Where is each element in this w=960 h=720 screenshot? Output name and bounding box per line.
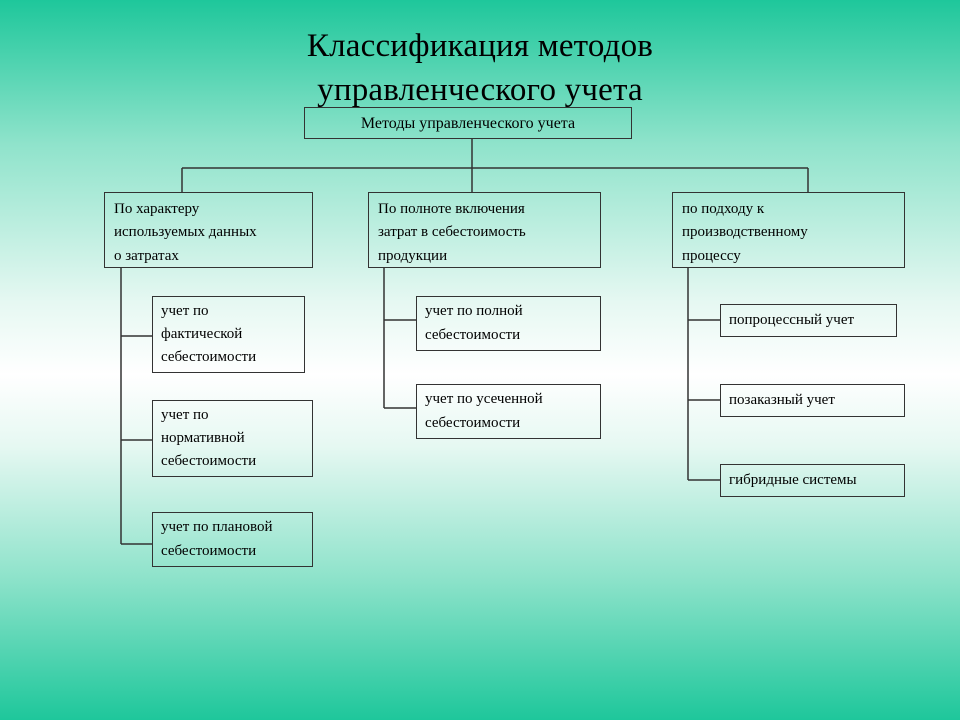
leaf-planned-cost: учет по плановой себестоимости [152,512,313,567]
leaf-label: учет по плановой себестоимости [161,519,273,559]
leaf-label: учет по усеченной себестоимости [425,391,543,431]
leaf-variable-cost: учет по усеченной себестоимости [416,384,601,439]
title-line-1: Классификация методов [306,28,654,64]
leaf-label: попроцессный учет [729,311,855,328]
leaf-actual-cost: учет по фактической себестоимости [152,296,305,373]
leaf-hybrid-systems: гибридные системы [720,464,905,497]
leaf-process-costing: попроцессный учет [720,304,897,337]
leaf-full-cost: учет по полной себестоимости [416,296,601,351]
leaf-label: позаказный учет [729,391,835,408]
leaf-label: гибридные системы [729,471,857,488]
title-line-2: управленческого учета [317,72,643,108]
leaf-label: учет по фактической себестоимости [161,302,257,366]
leaf-label: учет по нормативной себестоимости [161,406,257,470]
leaf-label: учет по полной себестоимости [425,303,523,343]
category-node-cost-completeness: По полноте включения затрат в себестоимо… [368,192,601,268]
category-node-process-approach: по подходу к производственному процессу [672,192,905,268]
category-node-data-type: По характеру используемых данных о затра… [104,192,313,268]
root-node: Методы управленческого учета [304,107,632,139]
leaf-job-costing: позаказный учет [720,384,905,417]
leaf-normative-cost: учет по нормативной себестоимости [152,400,313,477]
